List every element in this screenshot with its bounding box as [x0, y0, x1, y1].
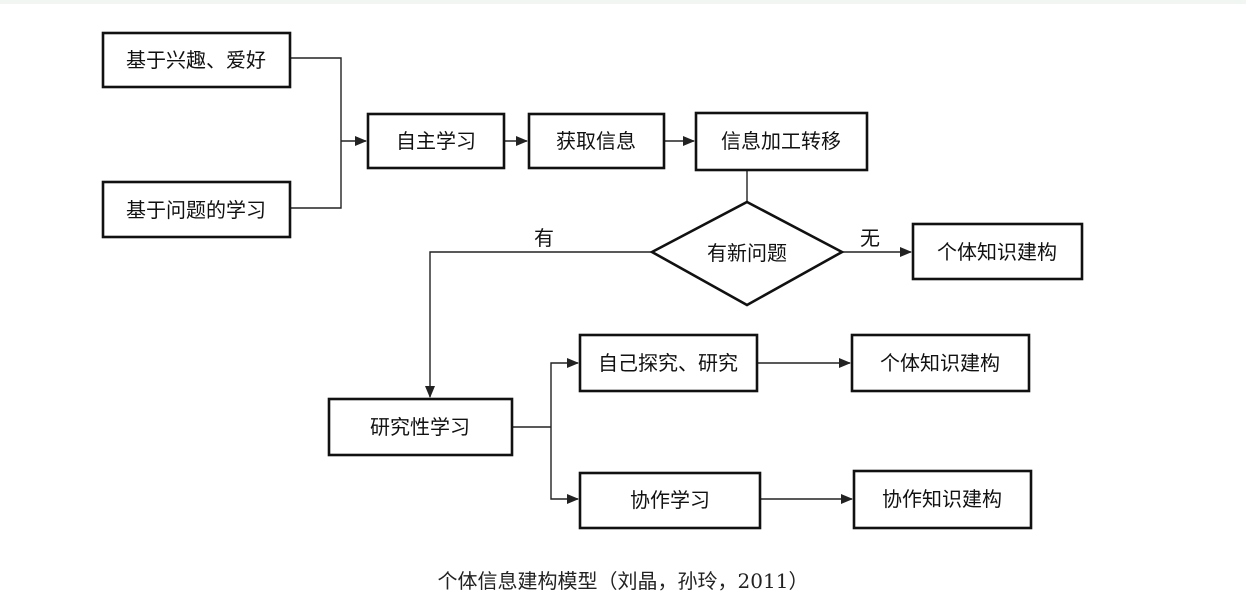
node-individual-knowledge-2-label: 个体知识建构 — [880, 351, 1000, 375]
top-strip — [0, 0, 1246, 4]
node-collab-learning: 协作学习 — [578, 471, 762, 530]
node-research-learning-label: 研究性学习 — [370, 415, 470, 439]
node-process-info-label: 信息加工转移 — [721, 129, 841, 153]
node-problem-learning: 基于问题的学习 — [101, 180, 292, 239]
connectors — [290, 57, 912, 504]
edge-interest-to-self-study — [290, 57, 342, 141]
node-collab-knowledge-label: 协作知识建构 — [882, 487, 1002, 511]
figure-caption: 个体信息建构模型（刘晶，孙玲，2011） — [437, 569, 809, 593]
edge-label-no: 无 — [860, 226, 880, 250]
edge-research-to-collab — [550, 427, 579, 504]
node-self-study: 自主学习 — [366, 112, 506, 170]
node-research-learning: 研究性学习 — [327, 397, 514, 457]
edge-problem-to-self-study — [290, 141, 342, 209]
node-self-explore-label: 自己探究、研究 — [598, 351, 738, 375]
node-individual-knowledge-2: 个体知识建构 — [850, 333, 1031, 393]
node-collab-learning-label: 协作学习 — [630, 488, 710, 512]
node-self-study-label: 自主学习 — [396, 129, 476, 153]
node-new-question-label: 有新问题 — [707, 241, 787, 265]
edge-label-yes: 有 — [534, 226, 554, 250]
node-interest: 基于兴趣、爱好 — [101, 31, 292, 89]
node-new-question: 有新问题 — [649, 200, 845, 307]
node-individual-knowledge-1: 个体知识建构 — [911, 222, 1084, 281]
node-acquire-info-label: 获取信息 — [556, 129, 636, 153]
edge-decision-yes — [425, 251, 652, 398]
node-collab-knowledge: 协作知识建构 — [852, 469, 1033, 530]
node-individual-knowledge-1-label: 个体知识建构 — [937, 240, 1057, 264]
edge-research-to-explore — [550, 358, 579, 427]
node-self-explore: 自己探究、研究 — [578, 333, 759, 393]
node-acquire-info: 获取信息 — [527, 112, 666, 170]
node-process-info: 信息加工转移 — [694, 111, 869, 172]
node-interest-label: 基于兴趣、爱好 — [126, 48, 266, 72]
flowchart: 有 无 基于兴趣、爱好 基于问题的学习 自主学习 获取信息 信息加工转移 有新问… — [101, 31, 1084, 530]
node-problem-learning-label: 基于问题的学习 — [126, 198, 266, 222]
